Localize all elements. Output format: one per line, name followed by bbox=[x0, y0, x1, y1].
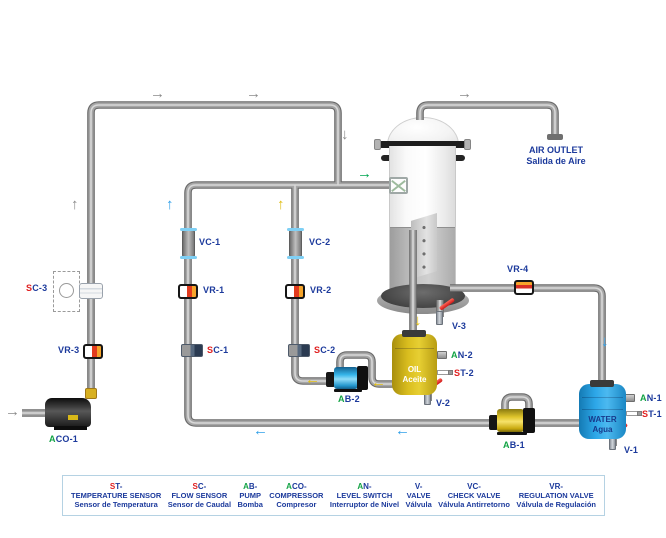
ab2-motor-body bbox=[334, 367, 358, 389]
water-tank-name-es: Agua bbox=[592, 425, 613, 434]
sc3-flow-sensor-body bbox=[79, 283, 103, 299]
legend-item-flow-sensor: SC- FLOW SENSOR Sensor de Caudal bbox=[167, 482, 232, 509]
compressor-aco1 bbox=[42, 396, 96, 432]
label-sc1: SC-1 bbox=[207, 345, 229, 355]
label-an1: AN-1 bbox=[640, 393, 662, 403]
air-outlet-label-es: Salida de Aire bbox=[526, 156, 586, 166]
level-switch-an2 bbox=[437, 351, 447, 359]
water-tank-seam-2 bbox=[582, 409, 623, 410]
air-outlet-label-en: AIR OUTLET bbox=[529, 145, 583, 155]
oil-pump-ab2 bbox=[326, 366, 368, 393]
label-vc2: VC-2 bbox=[309, 237, 331, 247]
temperature-probe-st2-tip bbox=[448, 370, 453, 375]
air-outlet-label: AIR OUTLET Salida de Aire bbox=[506, 145, 606, 167]
label-ab1: AB-1 bbox=[503, 440, 525, 450]
regulation-valve-vr3 bbox=[83, 344, 103, 359]
temperature-probe-st1-tip bbox=[637, 411, 642, 416]
air-flow-right-icon: → bbox=[150, 85, 165, 102]
water-drain-down-icon: ↓ bbox=[601, 333, 609, 350]
ab2-end-cap bbox=[357, 366, 368, 390]
water-tank-name: WATER bbox=[588, 415, 617, 424]
air-flow-up-icon: ↑ bbox=[71, 196, 79, 213]
label-an2: AN-2 bbox=[451, 350, 473, 360]
label-vr2: VR-2 bbox=[310, 285, 332, 295]
aco1-base bbox=[54, 426, 87, 430]
ab2-inlet-cone bbox=[326, 372, 335, 387]
label-v2: V-2 bbox=[436, 398, 451, 408]
water-flow-left-icon: ← bbox=[253, 422, 268, 439]
legend-item-check-valve: VC- CHECK VALVE Válvula Antirretorno bbox=[438, 482, 510, 509]
aco1-body bbox=[45, 398, 91, 427]
label-vr1: VR-1 bbox=[203, 285, 225, 295]
check-valve-vc1 bbox=[180, 228, 197, 259]
separator-tank-flange-upper bbox=[378, 141, 468, 148]
label-vr4: VR-4 bbox=[507, 264, 529, 274]
compressor-discharge-elbow bbox=[85, 388, 97, 399]
flow-sensor-sc2 bbox=[288, 344, 310, 357]
regulation-valve-vr1 bbox=[178, 284, 198, 299]
label-st2: ST-2 bbox=[454, 368, 474, 378]
water-flow-up-icon: ↑ bbox=[166, 196, 174, 213]
air-intake-icon: → bbox=[5, 403, 20, 420]
sc3-dashed-box bbox=[53, 271, 80, 312]
oil-flow-left-icon: ← bbox=[305, 371, 320, 388]
legend-item-temperature-sensor: ST- TEMPERATURE SENSOR Sensor de Tempera… bbox=[71, 482, 162, 509]
oil-tank-name: OIL bbox=[407, 365, 422, 374]
oil-tank-cap bbox=[402, 330, 426, 337]
aco1-nameplate bbox=[68, 415, 78, 420]
air-outlet-flow-icon: → bbox=[457, 85, 472, 102]
oil-tank: OIL Aceite bbox=[392, 330, 437, 395]
ab2-base bbox=[334, 389, 362, 392]
oil-flow-up-icon: ↑ bbox=[277, 196, 285, 213]
pipe-air-outlet bbox=[420, 105, 555, 137]
level-switch-an1 bbox=[625, 394, 635, 402]
label-v3: V-3 bbox=[452, 321, 467, 331]
oil-tank-seam bbox=[395, 348, 434, 349]
regulation-valve-vr2 bbox=[285, 284, 305, 299]
sc3-gauge-circle bbox=[59, 283, 74, 298]
valve-v3 bbox=[436, 311, 443, 325]
legend-item-level-switch: AN- LEVEL SWITCH Interruptor de Nivel bbox=[329, 482, 400, 509]
oil-flow-left-icon: ← bbox=[371, 374, 386, 391]
water-tank-cap bbox=[590, 380, 614, 387]
label-aco1: ACO-1 bbox=[49, 434, 79, 444]
flange-bolt-left bbox=[374, 139, 381, 150]
water-pump-ab1 bbox=[489, 408, 535, 436]
ab1-base bbox=[497, 432, 527, 435]
air-flow-down-icon: ↓ bbox=[341, 126, 349, 143]
oil-drain-down-icon: ↓ bbox=[414, 312, 422, 329]
label-vc1: VC-1 bbox=[199, 237, 221, 247]
label-sc3: SC-3 bbox=[26, 283, 48, 293]
legend-item-compressor: ACO- COMPRESSOR Compresor bbox=[269, 482, 324, 509]
ab1-motor-body bbox=[497, 409, 524, 432]
flow-sensor-sc1 bbox=[181, 344, 203, 357]
legend-item-valve: V- VALVE Válvula bbox=[405, 482, 432, 509]
label-vr3: VR-3 bbox=[58, 345, 80, 355]
tank-inlet-spray-port bbox=[389, 177, 408, 194]
legend-item-regulation-valve: VR- REGULATION VALVE Válvula de Regulaci… bbox=[516, 482, 596, 509]
water-tank-seam-1 bbox=[582, 397, 623, 398]
check-valve-vc2 bbox=[287, 228, 304, 259]
label-ab2: AB-2 bbox=[338, 394, 360, 404]
air-outlet-flange bbox=[547, 134, 563, 140]
oil-tank-name-es: Aceite bbox=[402, 375, 427, 384]
air-flow-right-icon: → bbox=[246, 85, 261, 102]
ab1-end-cap bbox=[523, 408, 535, 433]
legend-item-pump: AB- PUMP Bomba bbox=[237, 482, 263, 509]
ab1-inlet-cone bbox=[489, 415, 498, 430]
legend: ST- TEMPERATURE SENSOR Sensor de Tempera… bbox=[62, 475, 605, 516]
label-sc2: SC-2 bbox=[314, 345, 336, 355]
water-flow-left-icon: ← bbox=[395, 422, 410, 439]
regulation-valve-vr4 bbox=[514, 280, 534, 295]
label-st1: ST-1 bbox=[642, 409, 662, 419]
water-tank: WATER Agua bbox=[579, 380, 626, 439]
flange-bolt-right bbox=[464, 139, 471, 150]
label-v1: V-1 bbox=[624, 445, 639, 455]
mix-inlet-flow-icon: → bbox=[357, 165, 372, 182]
